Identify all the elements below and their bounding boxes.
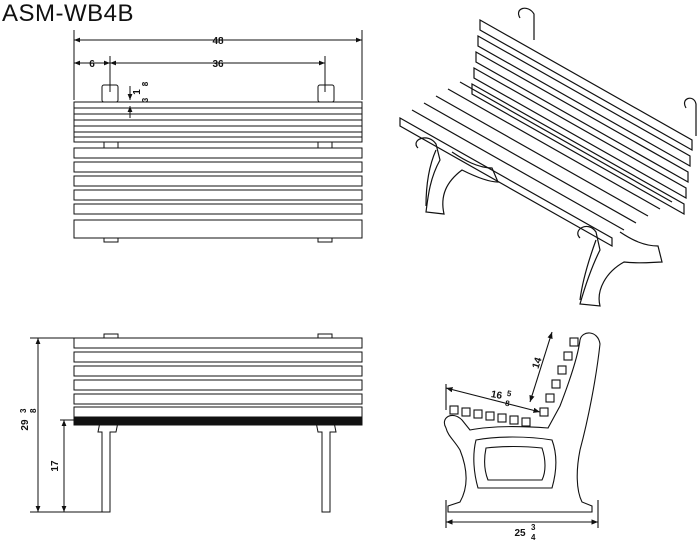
svg-text:5: 5 [506, 389, 512, 399]
dim-slat-gap: 1 3 8 [132, 81, 150, 102]
svg-text:8: 8 [29, 408, 38, 413]
svg-text:16: 16 [490, 389, 503, 402]
svg-text:8: 8 [141, 81, 150, 86]
dim-back-height: 14 [531, 356, 545, 370]
dim-leg-spacing: 36 [212, 59, 224, 70]
dim-seat-height: 17 [50, 460, 61, 472]
dim-overall-width: 48 [212, 36, 224, 47]
dim-leg-inset: 6 [89, 59, 95, 70]
isometric-view [399, 7, 697, 307]
dim-overall-depth: 25 3 4 [514, 523, 536, 542]
svg-text:3: 3 [141, 97, 150, 102]
svg-text:8: 8 [504, 399, 510, 409]
svg-text:25: 25 [514, 528, 526, 539]
front-view [30, 333, 363, 513]
svg-text:3: 3 [531, 523, 536, 532]
svg-text:1: 1 [132, 89, 143, 95]
svg-text:17: 17 [50, 460, 61, 472]
dim-overall-height: 29 3 8 [19, 408, 38, 431]
dim-seat-depth: 16 5 8 [490, 389, 513, 409]
svg-text:3: 3 [19, 408, 28, 413]
svg-text:4: 4 [531, 533, 536, 542]
top-view [73, 30, 363, 243]
side-view [444, 331, 601, 528]
svg-text:29: 29 [20, 419, 31, 431]
drawing-title: ASM-WB4B [2, 0, 135, 27]
svg-text:14: 14 [531, 356, 545, 370]
